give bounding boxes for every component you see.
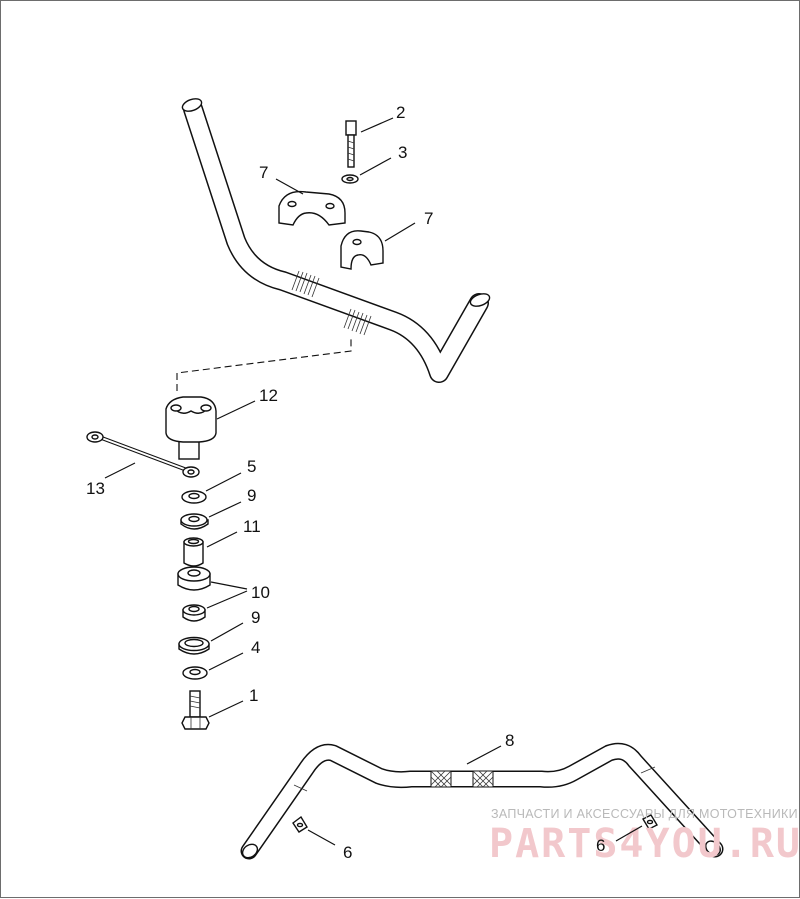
callout-3: 3 [398, 143, 407, 162]
lower-handlebar [240, 742, 724, 860]
callout-12: 12 [259, 386, 278, 405]
callout-2: 2 [396, 103, 405, 122]
part-clamp-left [278, 190, 346, 226]
callout-9-upper: 9 [247, 486, 256, 505]
knurl-left [291, 270, 320, 298]
part-screw [345, 120, 357, 168]
lower-knurl-left [430, 770, 452, 788]
callout-1: 1 [249, 686, 258, 705]
callout-13: 13 [86, 479, 105, 498]
upper-handlebar [181, 98, 491, 383]
knurl-right [343, 308, 372, 336]
callout-4: 4 [251, 638, 260, 657]
part-bushing-washer-upper [180, 513, 209, 530]
leader-lines [104, 117, 643, 846]
part-riser [165, 396, 217, 460]
alignment-line [176, 336, 352, 391]
callout-5: 5 [247, 457, 256, 476]
watermark: ЗАПЧАСТИ И АКСЕССУАРЫ ДЛЯ МОТОТЕХНИКИ PA… [489, 807, 800, 867]
callout-7-left: 7 [259, 163, 268, 182]
part-washer-4 [182, 666, 208, 680]
callout-6-left: 6 [343, 843, 352, 862]
part-ground-strap [86, 431, 200, 478]
watermark-brand: PARTS4YOU.RU [489, 821, 800, 867]
callout-8: 8 [505, 731, 514, 750]
part-clip-right [642, 814, 658, 830]
part-washer-5 [181, 490, 207, 504]
callout-9-lower: 9 [251, 608, 260, 627]
part-bolt [181, 690, 210, 730]
part-bushing-washer-lower [178, 636, 210, 655]
part-clamp-right [340, 230, 384, 270]
part-washer-small [341, 174, 359, 184]
lower-knurl-right [472, 770, 494, 788]
callout-6-right: 6 [596, 836, 605, 855]
callout-10: 10 [251, 583, 270, 602]
callout-7-right: 7 [424, 209, 433, 228]
watermark-tagline: ЗАПЧАСТИ И АКСЕССУАРЫ ДЛЯ МОТОТЕХНИКИ [491, 807, 798, 821]
part-sleeve [183, 537, 204, 567]
part-bushing-lower [182, 604, 206, 622]
callout-11: 11 [243, 517, 261, 536]
callout-labels: 2 3 7 7 12 13 5 9 11 10 9 4 1 8 6 6 [86, 103, 605, 862]
part-clip-left [292, 815, 308, 833]
part-bushing-upper [177, 566, 211, 591]
